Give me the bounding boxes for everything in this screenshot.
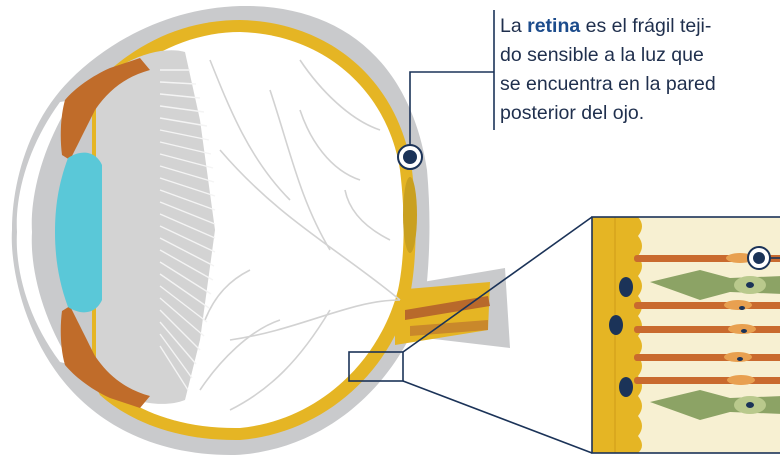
caption-line-3: se encuentra en la pared xyxy=(500,70,780,99)
retina-caption: La retina es el frágil teji- do sensible… xyxy=(500,12,780,128)
caption-line-2: do sensible a la luz que xyxy=(500,41,780,70)
caption-line-1: La retina es el frágil teji- xyxy=(500,12,780,41)
caption-line-1-rest: es el frágil teji- xyxy=(586,15,712,37)
fovea xyxy=(403,177,417,253)
retina-marker-icon xyxy=(398,145,422,169)
zoom-connector-line xyxy=(403,381,592,453)
caption-keyword: retina xyxy=(527,15,580,37)
caption-line-4: posterior del ojo. xyxy=(500,99,780,128)
caption-lead: La xyxy=(500,15,522,37)
callout-leader-line xyxy=(410,72,494,145)
